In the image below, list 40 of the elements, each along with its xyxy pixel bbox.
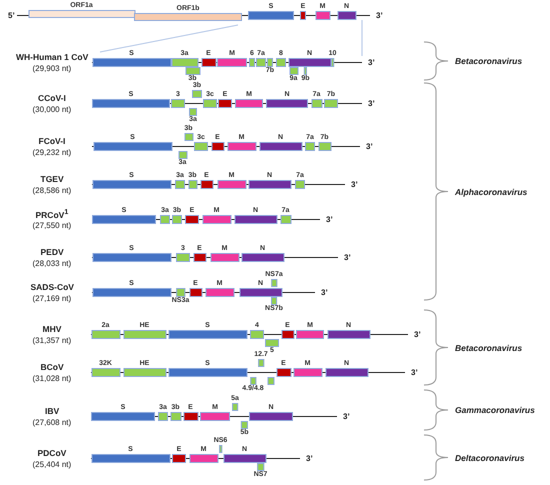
end-label: 3’ — [411, 368, 418, 376]
end-label: 3’ — [344, 252, 351, 262]
virus-name: PDCoV — [38, 448, 66, 458]
virus-name: SADS-CoV — [30, 282, 74, 292]
genome-length: (27,169 nt) — [32, 294, 72, 302]
genome-length: (27,550 nt) — [32, 220, 72, 230]
genome-length: (28,033 nt) — [32, 258, 72, 268]
genus-label: Deltacoronavirus — [455, 452, 524, 462]
genome-length: (31,028 nt) — [32, 374, 72, 382]
genus-label: Betacoronavirus — [455, 56, 522, 66]
genome-length: (30,000 nt) — [32, 104, 72, 114]
genome-length: (25,404 nt) — [32, 460, 72, 468]
genome-length: (29,232 nt) — [32, 148, 72, 156]
virus-name: PRCoV$^{1}$ — [36, 208, 68, 220]
end-label: 3’ — [366, 142, 373, 150]
virus-name: TGEV — [40, 174, 64, 184]
genome-length: (28,586 nt) — [32, 186, 72, 194]
virus-name: CCoV-I — [38, 93, 66, 103]
genus-label: Betacoronavirus — [455, 342, 522, 352]
end-label: 3’ — [321, 288, 328, 296]
end-label: 3’ — [414, 330, 421, 338]
end-label: 3’ — [326, 214, 333, 224]
genome-length: (29,903 nt) — [32, 64, 72, 72]
genus-label: Gammacoronavirus — [455, 405, 535, 415]
virus-name: PEDV — [40, 247, 64, 257]
end-label: 3’ — [368, 98, 375, 108]
end-label: 3’ — [368, 58, 375, 66]
genome-length: (27,608 nt) — [32, 418, 72, 426]
end-label: 3’ — [376, 10, 383, 20]
genus-label: Alphacoronavirus — [455, 186, 528, 196]
virus-name: FCoV-I — [38, 136, 66, 146]
virus-name: WH-Human 1 CoV — [16, 52, 88, 62]
end-label: 3’ — [306, 454, 313, 462]
virus-name: MHV — [42, 324, 62, 334]
genome-length: (31,357 nt) — [32, 336, 72, 344]
end-label: 3’ — [351, 180, 358, 188]
end-label: 3’ — [343, 412, 350, 420]
end-label: 5’ — [8, 10, 15, 20]
virus-name: BCoV — [40, 362, 64, 372]
virus-name: IBV — [45, 406, 60, 416]
